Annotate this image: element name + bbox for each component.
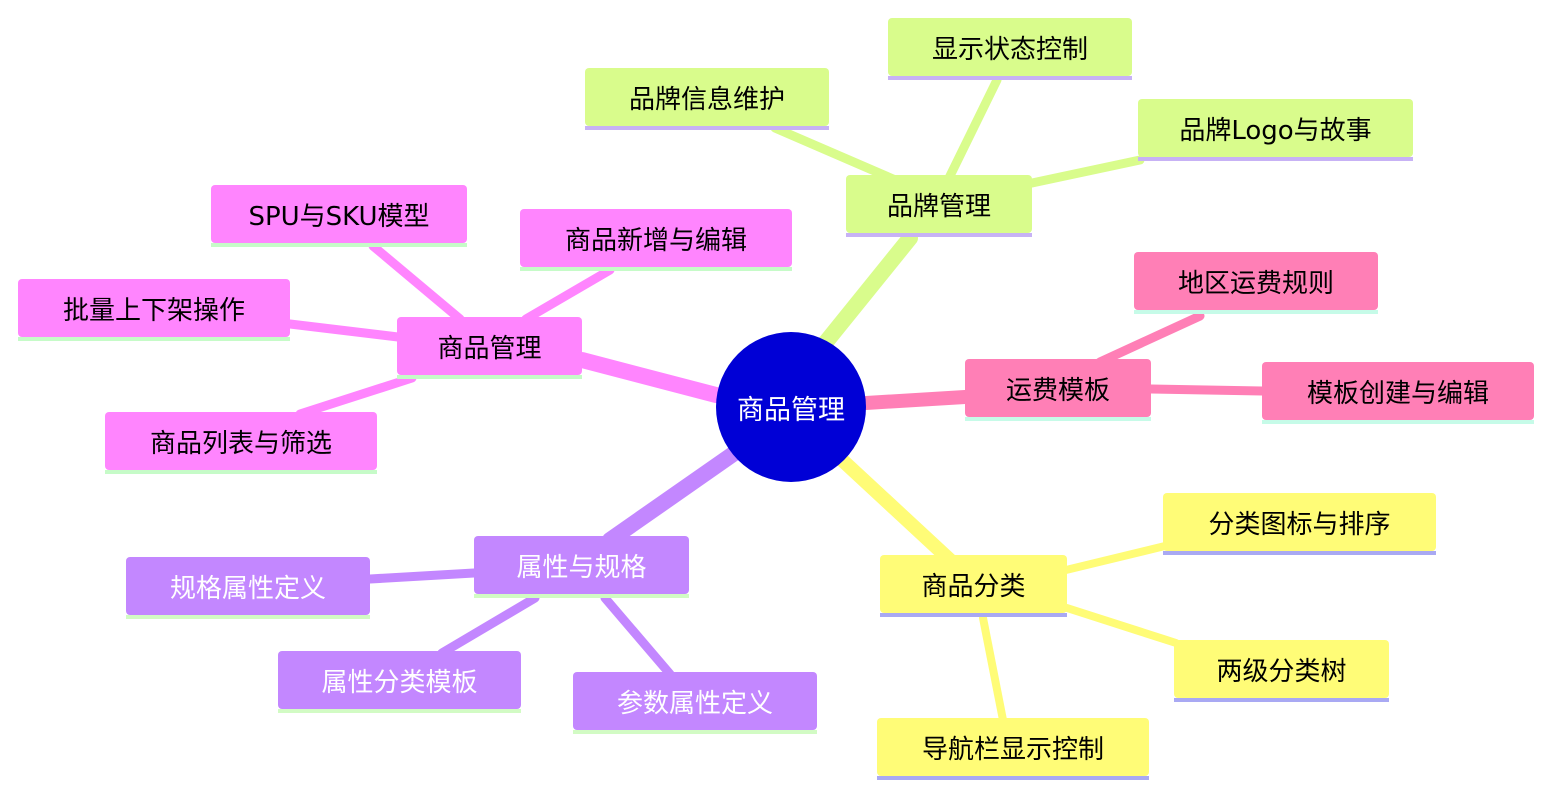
leaf-two-level-tree[interactable]: 两级分类树 [1174,640,1389,702]
node-underline [877,776,1149,780]
node-label: 商品新增与编辑 [564,225,747,256]
edge-category-nav [979,614,1007,724]
leaf-spu-sku-model[interactable]: SPU与SKU模型 [211,185,467,247]
node-underline [1163,551,1436,555]
edge-root-brand [818,230,918,350]
node-underline [126,615,370,619]
node-label: 参数属性定义 [616,688,773,719]
node-underline [211,243,467,247]
edge-shipping-create [1146,384,1267,396]
edge-product-list [295,373,417,419]
node-label: SPU与SKU模型 [248,201,430,232]
node-label: 属性分类模板 [321,667,478,698]
edge-root-attribute [602,444,744,548]
node-label: 规格属性定义 [169,573,326,604]
node-underline [880,613,1067,617]
node-label: 批量上下架操作 [62,295,245,326]
node-underline [1138,157,1413,161]
node-underline [105,470,377,474]
branch-product-category[interactable]: 商品分类 [880,555,1067,617]
node-label: 商品管理 [437,333,542,364]
node-label: 品牌信息维护 [628,84,785,115]
node-underline [888,76,1132,80]
branch-product-management[interactable]: 商品管理 [397,317,582,379]
node-underline [397,375,582,379]
edge-category-tree [1063,604,1180,647]
leaf-spec-attribute-def[interactable]: 规格属性定义 [126,557,370,619]
edge-attribute-cat [437,593,540,658]
leaf-template-create-edit[interactable]: 模板创建与编辑 [1262,362,1534,424]
node-label: 显示状态控制 [931,34,1088,65]
branch-shipping-template[interactable]: 运费模板 [965,359,1151,421]
node-label: 商品列表与筛选 [149,428,332,459]
node-label: 运费模板 [1005,375,1110,406]
node-label: 分类图标与排序 [1208,509,1391,540]
edge-product-spu [368,241,465,324]
node-label: 导航栏显示控制 [921,734,1104,765]
edge-product-batch [285,319,403,342]
edge-shipping-region [1095,311,1205,367]
leaf-region-shipping-rules[interactable]: 地区运费规则 [1134,252,1378,314]
leaf-brand-info[interactable]: 品牌信息维护 [585,68,829,130]
leaf-attribute-category-template[interactable]: 属性分类模板 [278,651,521,713]
leaf-product-add-edit[interactable]: 商品新增与编辑 [520,209,792,271]
node-underline [846,233,1032,237]
mindmap-root[interactable]: 商品管理 [716,332,866,482]
edge-brand-logo [1027,155,1145,188]
node-underline [474,594,689,598]
edge-root-category [834,452,957,567]
edge-root-product [574,352,724,403]
node-label: 属性与规格 [516,552,647,583]
node-label: 地区运费规则 [1177,268,1334,299]
node-underline [18,337,290,341]
leaf-navbar-display[interactable]: 导航栏显示控制 [877,718,1149,780]
node-underline [965,417,1151,421]
edge-product-add [521,265,615,324]
leaf-category-icon-sort[interactable]: 分类图标与排序 [1163,493,1436,555]
edge-attribute-param [600,593,675,679]
leaf-product-list-filter[interactable]: 商品列表与筛选 [105,412,377,474]
node-underline [1134,310,1378,314]
leaf-param-attribute-def[interactable]: 参数属性定义 [573,672,817,734]
node-underline [585,126,829,130]
branch-attributes-specs[interactable]: 属性与规格 [474,536,689,598]
node-underline [1262,420,1534,424]
node-label: 两级分类树 [1216,656,1347,687]
node-label: 模板创建与编辑 [1306,378,1489,409]
edge-category-icon [1062,542,1169,574]
edge-brand-info [770,123,905,187]
node-underline [278,709,521,713]
leaf-display-status[interactable]: 显示状态控制 [888,18,1132,80]
node-underline [573,730,817,734]
leaf-brand-logo-story[interactable]: 品牌Logo与故事 [1138,99,1413,161]
leaf-batch-listing[interactable]: 批量上下架操作 [18,279,290,341]
edge-root-shipping [859,390,972,410]
node-underline [520,267,792,271]
node-label: 品牌管理 [886,191,991,222]
node-label: 商品分类 [921,571,1026,602]
edge-attribute-spec [365,568,479,584]
node-label: 品牌Logo与故事 [1179,115,1372,146]
branch-brand-management[interactable]: 品牌管理 [846,175,1032,237]
node-underline [1174,698,1389,702]
edge-brand-display [943,75,1002,185]
